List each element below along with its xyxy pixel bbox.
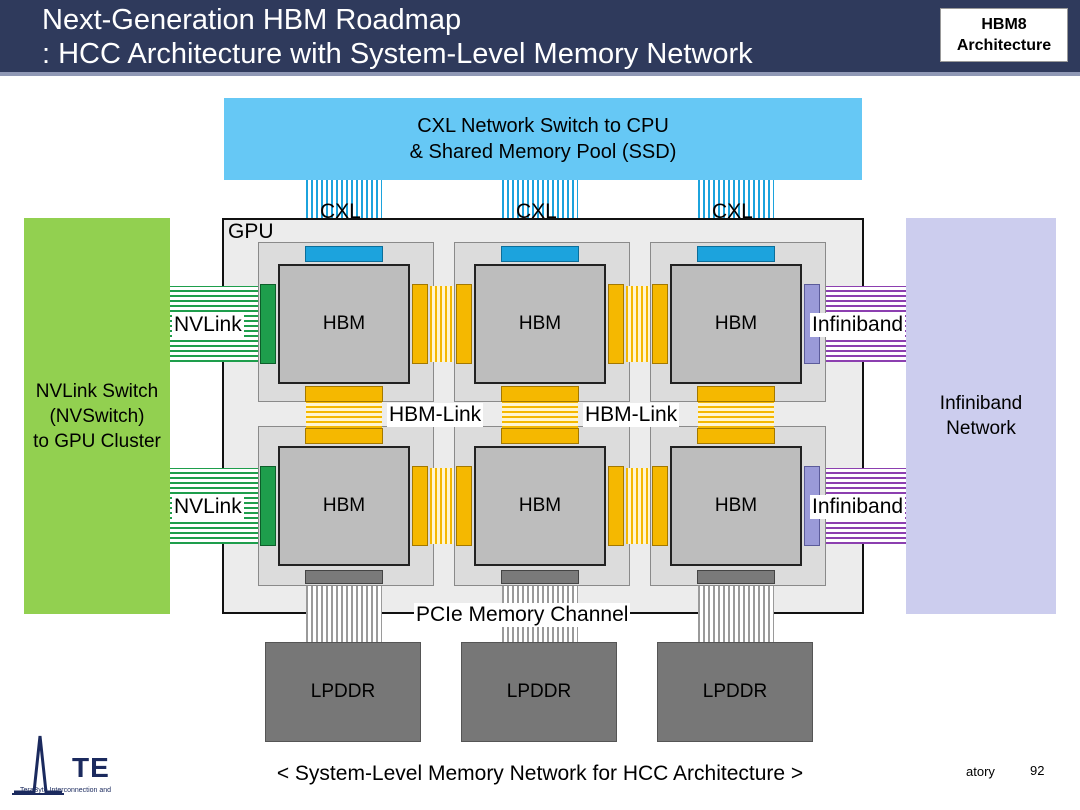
nvswitch-line1: NVLink Switch — [35, 380, 159, 402]
lpddr-module-3: LPDDR — [657, 642, 813, 742]
title-bar — [0, 0, 1080, 72]
badge-line2: Architecture — [956, 37, 1052, 54]
hbm-link-port-2r — [608, 284, 624, 364]
hbm-link-port-2l — [456, 284, 472, 364]
cxl-label-1: CXL — [320, 200, 361, 223]
hbm-link-v-3 — [698, 402, 774, 428]
ibnet-line2: Network — [946, 418, 1016, 439]
badge-line1: HBM8 — [981, 16, 1027, 33]
nvlink-switch: NVLink Switch (NVSwitch) to GPU Cluster — [24, 218, 170, 614]
hbm-link-h-1 — [430, 286, 454, 362]
hbm-link-port-3b — [697, 386, 775, 402]
cxl-port-3 — [697, 246, 775, 262]
hbm-link-h-3 — [430, 468, 454, 544]
infiniband-label-top: Infiniband — [810, 313, 906, 337]
hbm-stack-2: HBM — [474, 264, 606, 384]
slide-title-line2: : HCC Architecture with System-Level Mem… — [42, 38, 753, 70]
hbm-link-port-2b — [501, 386, 579, 402]
pcie-port-1 — [305, 570, 383, 584]
hbm-stack-5: HBM — [474, 446, 606, 566]
hbm-link-port-4t — [305, 428, 383, 444]
hbm-link-h-4 — [626, 468, 650, 544]
pcie-link-3 — [698, 586, 774, 642]
pcie-link-1 — [306, 586, 382, 642]
hbm-stack-4: HBM — [278, 446, 410, 566]
infiniband-label-bottom: Infiniband — [810, 495, 906, 519]
pcie-memory-channel-label: PCIe Memory Channel — [414, 603, 631, 627]
hbm-link-port-3l — [652, 284, 668, 364]
hbm-link-v-1 — [306, 402, 382, 428]
cxl-port-2 — [501, 246, 579, 262]
pcie-port-2 — [501, 570, 579, 584]
hbm-link-v-2 — [502, 402, 578, 428]
cxl-label-3: CXL — [712, 200, 753, 223]
nvlink-label-bottom: NVLink — [172, 495, 244, 519]
cxl-label-2: CXL — [516, 200, 557, 223]
title-underline — [0, 72, 1080, 76]
lpddr-module-1: LPDDR — [265, 642, 421, 742]
nvlink-label-top: NVLink — [172, 313, 244, 337]
lab-logo-icon — [10, 730, 66, 800]
nvswitch-line3: to GPU Cluster — [33, 430, 161, 452]
ibnet-line1: Infiniband — [939, 393, 1023, 414]
hbm-link-port-6l — [652, 466, 668, 546]
logo-text: TE — [72, 752, 110, 783]
logo-subtext: TeraByte Interconnection and — [20, 787, 112, 794]
hbm-link-port-5l — [456, 466, 472, 546]
hbm-link-port-6t — [697, 428, 775, 444]
infiniband-network: Infiniband Network — [906, 218, 1056, 614]
nvswitch-line2: (NVSwitch) — [49, 405, 145, 427]
hbm-link-port-5r — [608, 466, 624, 546]
hbm-link-label-2: HBM-Link — [583, 403, 680, 427]
footer-lab-name: atory — [966, 764, 995, 779]
figure-caption: < System-Level Memory Network for HCC Ar… — [276, 762, 804, 785]
hbm-link-port-4r — [412, 466, 428, 546]
hbm-stack-1: HBM — [278, 264, 410, 384]
hbm-link-h-2 — [626, 286, 650, 362]
hbm-link-port-5t — [501, 428, 579, 444]
hbm-stack-6: HBM — [670, 446, 802, 566]
cxl-network-switch: CXL Network Switch to CPU & Shared Memor… — [224, 98, 862, 180]
cxl-port-1 — [305, 246, 383, 262]
nvlink-port-bottom — [260, 466, 276, 546]
hbm-link-port-1b — [305, 386, 383, 402]
architecture-badge: HBM8 Architecture — [940, 8, 1068, 62]
page-number: 92 — [1030, 763, 1045, 778]
nvlink-port-top — [260, 284, 276, 364]
pcie-port-3 — [697, 570, 775, 584]
slide-title-line1: Next-Generation HBM Roadmap — [42, 4, 462, 36]
gpu-label: GPU — [228, 220, 274, 243]
cxl-switch-line2: & Shared Memory Pool (SSD) — [409, 141, 677, 163]
hbm-stack-3: HBM — [670, 264, 802, 384]
hbm-link-label-1: HBM-Link — [387, 403, 484, 427]
cxl-switch-line1: CXL Network Switch to CPU — [417, 115, 669, 137]
lpddr-module-2: LPDDR — [461, 642, 617, 742]
hbm-link-port-1r — [412, 284, 428, 364]
